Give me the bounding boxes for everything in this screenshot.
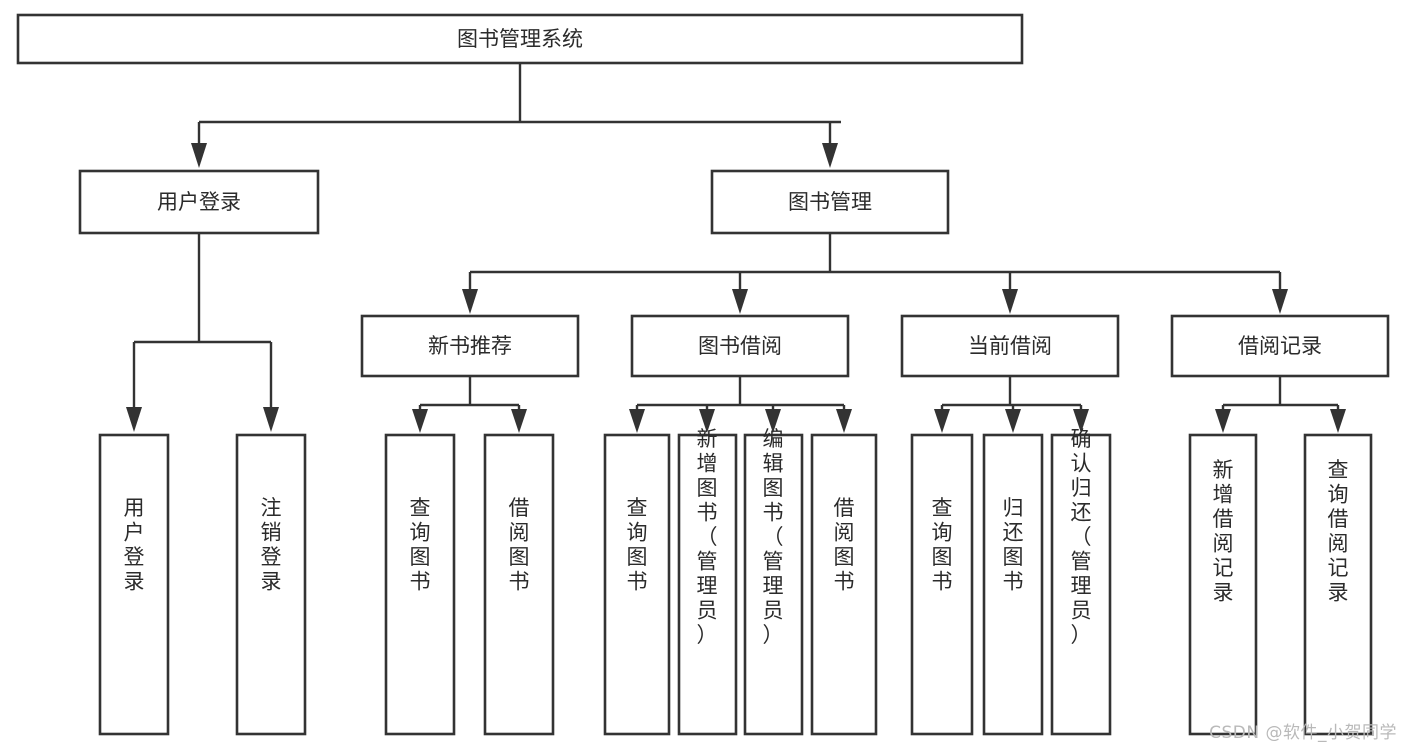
node-user-login[interactable]: 用户登录 [78, 169, 320, 235]
arrowhead-leaf-user-login [126, 407, 142, 432]
node-leaf-user-login[interactable]: 用户登录 [98, 433, 170, 736]
arrowhead-leaf-query-book-2 [629, 409, 645, 433]
node-leaf-add-book-label: 新增图书（管理员） [697, 427, 718, 647]
node-root-box[interactable] [16, 13, 1024, 65]
arrowhead-current-borrow [1002, 289, 1018, 314]
node-leaf-return-book-box[interactable] [982, 433, 1044, 736]
node-book-manage-box[interactable] [710, 169, 950, 235]
node-book-borrow-label: 图书借阅 [698, 334, 782, 358]
arrowhead-leaf-confirm-return [1073, 409, 1089, 433]
node-root[interactable]: 图书管理系统 [16, 13, 1024, 65]
node-leaf-add-book-box[interactable] [677, 433, 738, 736]
node-leaf-confirm-return-label: 确认归还（管理员） [1071, 427, 1092, 647]
node-book-borrow-box[interactable] [630, 314, 850, 378]
node-leaf-borrow-book-2[interactable]: 借阅图书 [810, 433, 878, 736]
node-leaf-user-login-label: 用户登录 [124, 496, 145, 594]
node-leaf-edit-book-box[interactable] [743, 433, 804, 736]
node-leaf-query-record-label: 查询借阅记录 [1328, 458, 1349, 605]
arrowhead-new-book-rec [462, 289, 478, 314]
arrowhead-book-borrow [732, 289, 748, 314]
arrowhead-leaf-borrow-book-1 [511, 409, 527, 433]
node-leaf-borrow-book-2-label: 借阅图书 [834, 496, 855, 594]
node-leaf-user-logout-label: 注销登录 [261, 496, 282, 594]
node-leaf-user-logout[interactable]: 注销登录 [235, 433, 307, 736]
connector-group-new-book-rec [412, 376, 527, 433]
arrowhead-leaf-user-logout [263, 407, 279, 432]
node-leaf-query-record[interactable]: 查询借阅记录 [1303, 433, 1373, 736]
node-leaf-confirm-return[interactable]: 确认归还（管理员） [1050, 427, 1112, 736]
node-leaf-borrow-book-1-label: 借阅图书 [509, 496, 530, 594]
arrowhead-leaf-borrow-book-2 [836, 409, 852, 433]
node-leaf-query-book-1[interactable]: 查询图书 [384, 433, 456, 736]
arrowhead-user-login [191, 143, 207, 168]
node-leaf-add-record[interactable]: 新增借阅记录 [1188, 433, 1258, 736]
node-leaf-query-record-box[interactable] [1303, 433, 1373, 736]
node-leaf-edit-book-label: 编辑图书（管理员） [763, 427, 784, 647]
arrowhead-leaf-query-book-1 [412, 409, 428, 433]
node-borrow-record[interactable]: 借阅记录 [1170, 314, 1390, 378]
node-leaf-borrow-book-1-box[interactable] [483, 433, 555, 736]
node-leaf-add-record-label: 新增借阅记录 [1213, 458, 1234, 605]
node-leaf-confirm-return-box[interactable] [1050, 433, 1112, 736]
connector-group-root [191, 63, 841, 168]
node-borrow-record-box[interactable] [1170, 314, 1390, 378]
connector-group-book-borrow [629, 376, 852, 433]
node-leaf-query-book-3-label: 查询图书 [932, 496, 953, 594]
arrowhead-borrow-record [1272, 289, 1288, 314]
connector-group-user-login [126, 233, 279, 432]
node-leaf-query-book-2-label: 查询图书 [627, 496, 648, 594]
node-root-label: 图书管理系统 [457, 27, 583, 51]
node-leaf-borrow-book-1[interactable]: 借阅图书 [483, 433, 555, 736]
arrowhead-leaf-add-book [699, 409, 715, 433]
node-leaf-return-book-label: 归还图书 [1003, 496, 1024, 594]
connector-group-current-borrow [934, 376, 1089, 433]
node-leaf-user-logout-box[interactable] [235, 433, 307, 736]
node-leaf-query-book-1-label: 查询图书 [410, 496, 431, 594]
node-book-manage[interactable]: 图书管理 [710, 169, 950, 235]
node-leaf-add-record-box[interactable] [1188, 433, 1258, 736]
node-current-borrow-label: 当前借阅 [968, 334, 1052, 358]
node-user-login-label: 用户登录 [157, 190, 241, 214]
connector-group-borrow-record [1215, 376, 1346, 433]
node-leaf-add-book[interactable]: 新增图书（管理员） [677, 427, 738, 736]
node-borrow-record-label: 借阅记录 [1238, 334, 1322, 358]
node-leaf-borrow-book-2-box[interactable] [810, 433, 878, 736]
node-leaf-query-book-3[interactable]: 查询图书 [910, 433, 974, 736]
node-book-borrow[interactable]: 图书借阅 [630, 314, 850, 378]
node-leaf-user-login-box[interactable] [98, 433, 170, 736]
arrowhead-leaf-return-book [1005, 409, 1021, 433]
node-current-borrow[interactable]: 当前借阅 [900, 314, 1120, 378]
node-current-borrow-box[interactable] [900, 314, 1120, 378]
node-leaf-query-book-1-box[interactable] [384, 433, 456, 736]
node-new-book-rec[interactable]: 新书推荐 [360, 314, 580, 378]
node-leaf-query-book-3-box[interactable] [910, 433, 974, 736]
node-leaf-return-book[interactable]: 归还图书 [982, 433, 1044, 736]
csdn-watermark: CSDN @软件_小贺同学 [1209, 723, 1397, 743]
node-book-manage-label: 图书管理 [788, 190, 872, 214]
node-new-book-rec-label: 新书推荐 [428, 334, 512, 358]
arrowhead-leaf-query-book-3 [934, 409, 950, 433]
arrowhead-leaf-add-record [1215, 409, 1231, 433]
node-new-book-rec-box[interactable] [360, 314, 580, 378]
node-leaf-query-book-2[interactable]: 查询图书 [603, 433, 671, 736]
connector-group-book-manage [462, 233, 1288, 314]
node-leaf-edit-book[interactable]: 编辑图书（管理员） [743, 427, 804, 736]
arrowhead-leaf-edit-book [765, 409, 781, 433]
node-leaf-query-book-2-box[interactable] [603, 433, 671, 736]
node-user-login-box[interactable] [78, 169, 320, 235]
arrowhead-leaf-query-record [1330, 409, 1346, 433]
arrowhead-book-manage [822, 143, 838, 168]
